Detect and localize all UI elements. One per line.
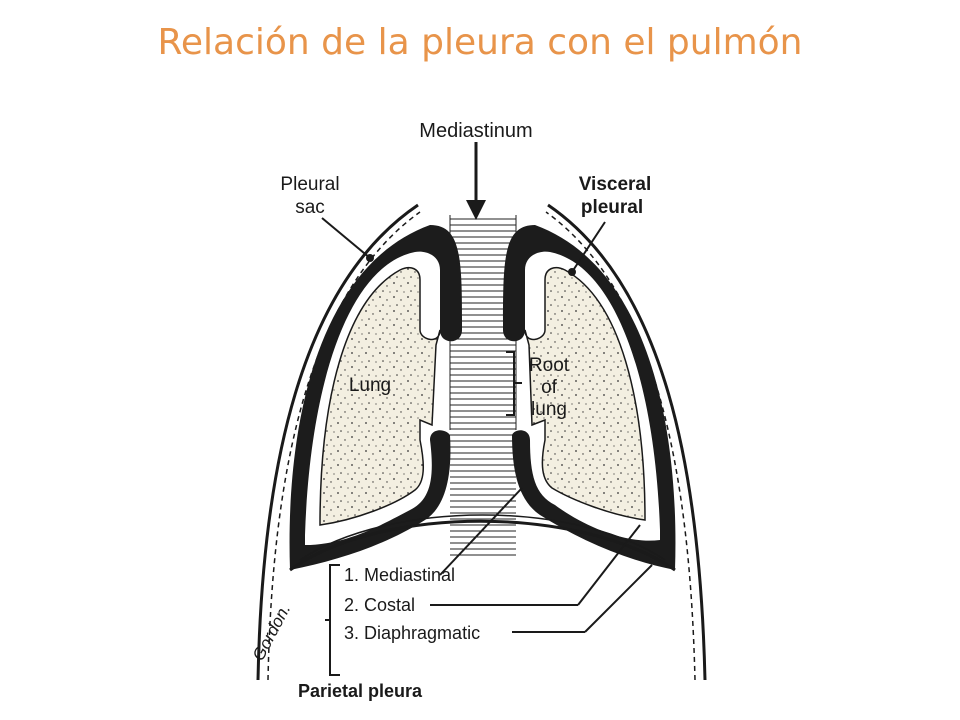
visceral-label-line2: pleural xyxy=(581,197,643,218)
right-lung xyxy=(524,267,646,521)
lung-label: Lung xyxy=(349,375,391,396)
left-lung xyxy=(319,267,441,526)
mediastinum-arrow xyxy=(466,142,486,220)
parietal-pleura-title: Parietal pleura xyxy=(298,681,423,701)
parietal-bracket xyxy=(325,564,340,676)
parietal-item-costal: 2. Costal xyxy=(344,595,415,615)
right-pleural-sac xyxy=(503,225,676,570)
pleural-sac-label-line1: Pleural xyxy=(280,174,339,195)
left-pleural-sac xyxy=(289,225,462,570)
visceral-pointer-dot xyxy=(568,268,576,276)
mediastinum-label: Mediastinum xyxy=(419,120,532,142)
artist-signature: Gordon. xyxy=(249,601,295,664)
root-label-line1: Root xyxy=(529,355,570,376)
slide-title: Relación de la pleura con el pulmón xyxy=(157,22,803,63)
root-of-lung-bracket xyxy=(506,351,522,416)
pleural-sac-label-line2: sac xyxy=(295,197,325,218)
root-label-line3: lung xyxy=(531,399,567,420)
parietal-item-mediastinal: 1. Mediastinal xyxy=(344,565,455,585)
root-label-line2: of xyxy=(541,377,558,398)
parietal-item-diaphragmatic: 3. Diaphragmatic xyxy=(344,623,480,643)
diaphragm xyxy=(289,514,676,572)
leader-lines xyxy=(321,217,653,633)
visceral-label-line1: Visceral xyxy=(579,174,652,195)
pleural-sac-pointer-dot xyxy=(366,254,374,262)
